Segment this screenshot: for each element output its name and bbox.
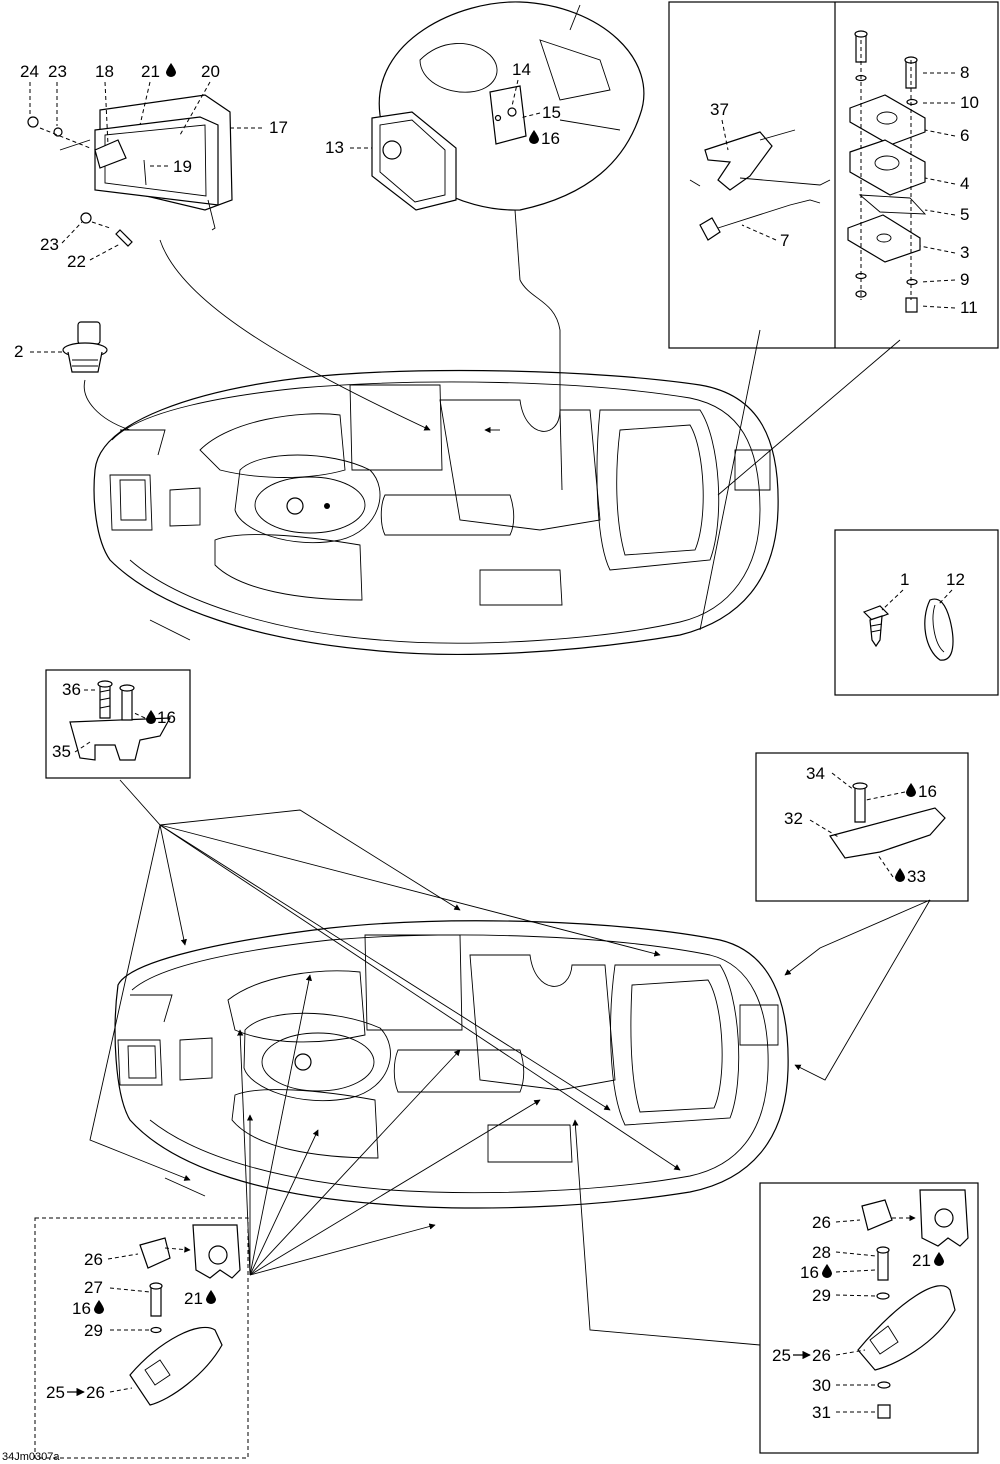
leader-lines-top-left	[29, 81, 262, 353]
callout-26: 26	[84, 1250, 103, 1269]
callout-36: 36	[62, 680, 81, 699]
callout-14: 14	[512, 60, 531, 79]
callout-18: 18	[95, 62, 114, 81]
callout-23: 23	[48, 62, 67, 81]
callout-6: 6	[960, 126, 969, 145]
callout-26: 26	[812, 1213, 831, 1232]
callout-26: 26	[86, 1383, 105, 1402]
callout-26: 26	[812, 1346, 831, 1365]
callout-10: 10	[960, 93, 979, 112]
leader-lines-bumper-left	[107, 1246, 191, 1393]
callout-13: 13	[325, 138, 344, 157]
bumper-left-parts	[129, 1224, 241, 1406]
callout-37: 37	[710, 100, 729, 119]
callout-34: 34	[806, 764, 825, 783]
callout-16: 16	[72, 1299, 91, 1318]
callout-20: 20	[201, 62, 220, 81]
latch-cable-part	[689, 129, 831, 241]
hull-lower	[114, 920, 789, 1209]
detail-box-fasteners	[834, 529, 999, 696]
detail-box-cleat	[755, 752, 969, 902]
callout-33: 33	[907, 867, 926, 886]
hull-upper	[93, 369, 779, 655]
liquid-drop-icon	[94, 1300, 104, 1314]
callout-32: 32	[784, 809, 803, 828]
detail-box-hinge	[668, 1, 999, 349]
drain-plug-part	[62, 321, 131, 431]
callout-16: 16	[541, 129, 560, 148]
callout-28: 28	[812, 1243, 831, 1262]
callout-7: 7	[780, 231, 789, 250]
figure-code: 34Jm0307a	[2, 1451, 60, 1463]
liquid-drop-icon	[906, 783, 916, 797]
callout-21: 21	[184, 1289, 203, 1308]
cleat-part	[829, 782, 946, 859]
callout-22: 22	[67, 252, 86, 271]
callout-29: 29	[84, 1321, 103, 1340]
callout-11: 11	[960, 298, 978, 317]
callout-25: 25	[46, 1383, 65, 1402]
callout-17: 17	[269, 118, 288, 137]
callout-29: 29	[812, 1286, 831, 1305]
leader-lines-hinge	[919, 72, 956, 309]
bracket-part	[69, 680, 172, 761]
callout-3: 3	[960, 243, 969, 262]
callout-24: 24	[20, 62, 39, 81]
callout-15: 15	[542, 103, 561, 122]
detail-box-bumper-right	[759, 1182, 979, 1454]
leader-lines-1-12	[881, 589, 953, 611]
callout-27: 27	[84, 1278, 103, 1297]
liquid-drop-icon	[146, 710, 156, 724]
callout-16: 16	[800, 1263, 819, 1282]
panel-assembly-group	[27, 94, 233, 247]
liquid-drop-icon	[934, 1252, 944, 1266]
callout-25: 25	[772, 1346, 791, 1365]
callout-2: 2	[14, 342, 23, 361]
detail-box-bumper-left	[34, 1217, 249, 1459]
callout-4: 4	[960, 174, 969, 193]
bumper-right-parts	[857, 1189, 969, 1419]
liquid-drop-icon	[895, 868, 905, 882]
callout-35: 35	[52, 742, 71, 761]
detail-box-bracket	[45, 669, 191, 779]
callout-31: 31	[812, 1403, 831, 1422]
callout-8: 8	[960, 63, 969, 82]
callout-16: 16	[157, 708, 176, 727]
liquid-drop-icon	[166, 63, 176, 77]
detail-circle-group	[371, 1, 645, 410]
liquid-drop-icon	[822, 1264, 832, 1278]
callout-1: 1	[900, 570, 909, 589]
leader-lines-bumper-right	[835, 1214, 916, 1413]
leader-lines-cleat	[809, 772, 906, 878]
leader-lines-35-36	[74, 689, 146, 753]
callout-12: 12	[946, 570, 965, 589]
leader-lines-detail	[350, 79, 541, 149]
hinge-stack-part	[847, 30, 927, 313]
callout-9: 9	[960, 270, 969, 289]
callout-23: 23	[40, 235, 59, 254]
callout-30: 30	[812, 1376, 831, 1395]
callout-19: 19	[173, 157, 192, 176]
fastener-parts	[862, 598, 954, 661]
callout-21: 21	[912, 1251, 931, 1270]
liquid-drop-icon	[529, 130, 539, 144]
liquid-drop-icon	[206, 1290, 216, 1304]
callout-21: 21	[141, 62, 160, 81]
callout-16: 16	[918, 782, 937, 801]
callout-5: 5	[960, 205, 969, 224]
leader-lines-37-7	[721, 119, 777, 241]
leader-arrows-lower	[89, 779, 931, 1346]
leader-arrows-upper	[159, 239, 901, 631]
